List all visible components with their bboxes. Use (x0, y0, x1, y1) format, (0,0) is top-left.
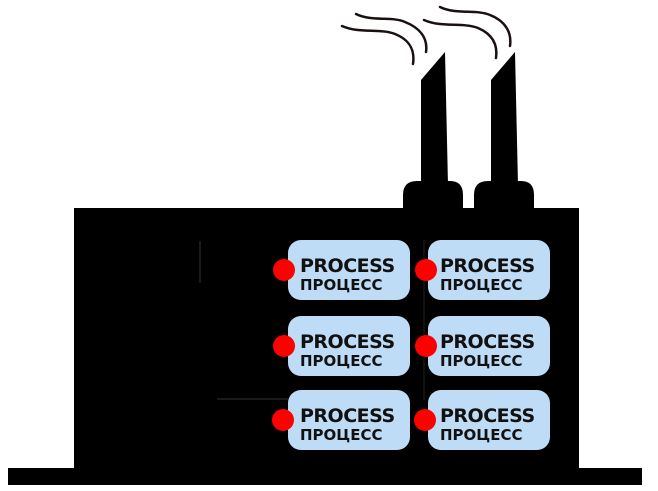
process-box[interactable]: PROCESS ПРОЦЕСС (288, 316, 410, 376)
process-label-ru: ПРОЦЕСС (440, 426, 523, 444)
ground-base (8, 468, 642, 485)
process-label-en: PROCESS (300, 405, 395, 427)
status-indicator-icon (415, 259, 437, 281)
process-box[interactable]: PROCESS ПРОЦЕСС (428, 316, 550, 376)
chimney-right-base (474, 181, 534, 210)
chimney-left-base (403, 181, 463, 210)
process-label-en: PROCESS (440, 255, 535, 277)
smoke-icon (340, 5, 512, 66)
process-label-ru: ПРОЦЕСС (440, 352, 523, 370)
chimney-left-stack (421, 52, 448, 185)
process-label-ru: ПРОЦЕСС (300, 276, 383, 294)
process-box[interactable]: PROCESS ПРОЦЕСС (428, 240, 550, 300)
process-label-ru: ПРОЦЕСС (300, 352, 383, 370)
chimneys (403, 52, 534, 210)
chimney-right-stack (491, 52, 518, 185)
process-label-en: PROCESS (300, 255, 395, 277)
process-label-ru: ПРОЦЕСС (300, 426, 383, 444)
status-indicator-icon (415, 335, 437, 357)
process-box[interactable]: PROCESS ПРОЦЕСС (428, 390, 550, 450)
status-indicator-icon (273, 335, 295, 357)
process-box[interactable]: PROCESS ПРОЦЕСС (288, 240, 410, 300)
process-label-en: PROCESS (440, 405, 535, 427)
process-label-en: PROCESS (440, 331, 535, 353)
status-indicator-icon (414, 409, 436, 431)
process-label-en: PROCESS (300, 331, 395, 353)
process-label-ru: ПРОЦЕСС (440, 276, 523, 294)
status-indicator-icon (272, 409, 294, 431)
process-box[interactable]: PROCESS ПРОЦЕСС (288, 390, 410, 450)
status-indicator-icon (273, 259, 295, 281)
